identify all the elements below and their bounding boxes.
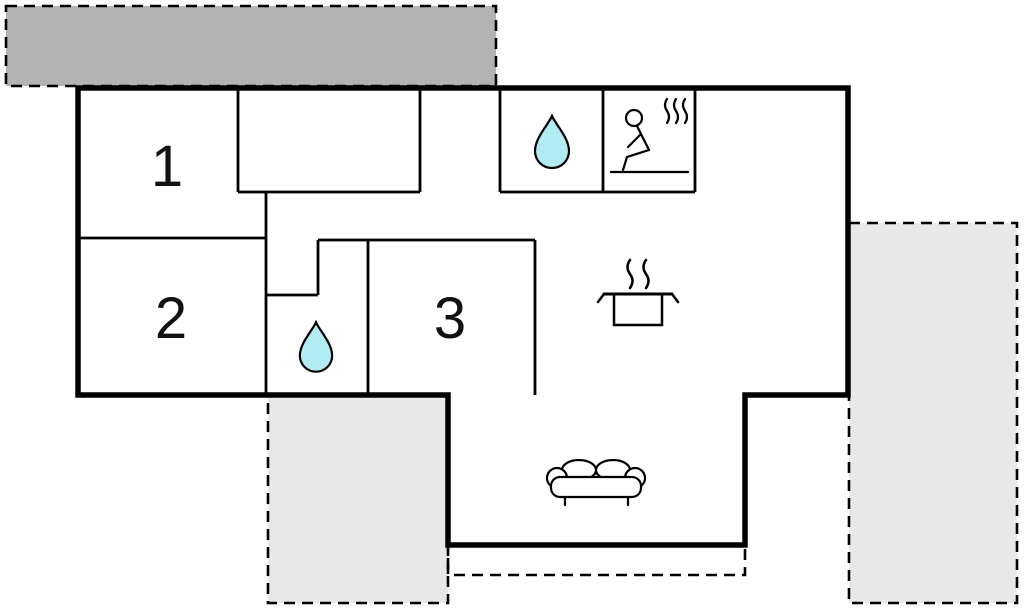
pot-handle xyxy=(670,292,680,304)
pot-handle xyxy=(596,292,606,304)
heat-wave xyxy=(681,97,689,125)
building-outline xyxy=(75,85,851,548)
heat-wave xyxy=(663,97,671,125)
patio-bottom-left-area xyxy=(266,394,450,605)
steam-wave xyxy=(626,258,634,290)
room-3-label: 3 xyxy=(434,286,466,351)
steam-wave xyxy=(642,258,650,290)
water-drop-shape xyxy=(298,319,334,373)
porch-dashed-outline xyxy=(446,545,747,577)
room-2-label: 2 xyxy=(155,286,187,351)
room-1-label: 1 xyxy=(151,134,183,199)
heat-wave xyxy=(672,97,680,125)
water-drop-shape xyxy=(533,113,571,170)
terrace-area xyxy=(4,4,498,88)
sofa-seat xyxy=(549,475,643,499)
sofa-icon xyxy=(545,458,647,507)
sauna-person-icon xyxy=(609,97,690,174)
water-drop-icon xyxy=(298,319,334,373)
water-drop-icon xyxy=(533,113,571,170)
patio-right-area xyxy=(847,221,1019,605)
pot-body xyxy=(612,292,664,327)
cooking-pot-icon xyxy=(596,258,680,327)
person-head xyxy=(624,108,644,128)
interior-walls xyxy=(78,88,697,395)
person-body xyxy=(621,124,651,172)
